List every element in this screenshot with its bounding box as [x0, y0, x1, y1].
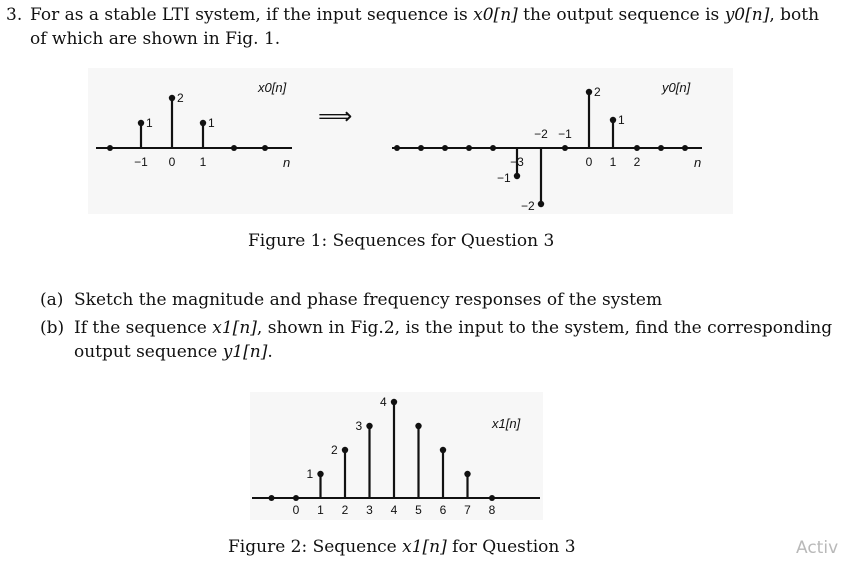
question-line-1: For as a stable LTI system, if the input…	[30, 4, 819, 26]
y0-axis-label: n	[694, 155, 701, 170]
question-intro-c: , both	[769, 5, 820, 25]
x1-tick-label: 1	[317, 503, 324, 517]
x1-tick-label: 3	[366, 503, 373, 517]
y0-stem-dot	[585, 88, 593, 96]
x0-zero-sample	[231, 145, 237, 151]
part-b-label: (b)	[40, 318, 65, 338]
x1-tick-label: 4	[391, 503, 398, 517]
x1-zero-sample	[268, 495, 275, 501]
y0-tick-label: 0	[586, 155, 593, 169]
question-intro-a: For as a stable LTI system, if the input…	[30, 5, 474, 25]
part-b-line2-a: output sequence	[74, 342, 223, 362]
y1-symbol: y1[n]	[222, 342, 268, 362]
activate-watermark: Activ	[796, 538, 839, 558]
part-b-line2-b: .	[267, 342, 273, 362]
y0-zero-sample	[682, 145, 688, 151]
part-b-text-2: , shown in Fig.2, is the input to the sy…	[256, 318, 833, 338]
figure2-caption: Figure 2: Sequence x1[n] for Question 3	[228, 536, 576, 558]
x0-stem-label: 1	[208, 116, 215, 130]
x0-tick-label: −1	[134, 155, 148, 169]
y0-stem-label: −2	[521, 199, 535, 213]
y0-zero-sample	[658, 145, 664, 151]
part-b-line-1: If the sequence x1[n], shown in Fig.2, i…	[74, 317, 832, 339]
figure2-x1-symbol: x1[n]	[402, 537, 447, 557]
figure2-background	[250, 392, 543, 520]
y0-zero-sample	[418, 145, 424, 151]
x1-plot: 1 2 3 4 0 1 2 3 4 5 6 7 8 x1[n]	[252, 395, 540, 517]
x1-tick-label: 2	[342, 503, 349, 517]
y0-tick-label: −1	[558, 127, 572, 141]
y0-tick-label: −3	[510, 155, 524, 169]
part-a-label: (a)	[40, 290, 64, 310]
x0-symbol: x0[n]	[473, 5, 518, 25]
x0-stem-dot	[168, 94, 176, 102]
y0-stem-label: 1	[618, 113, 625, 127]
x1-stem-dot	[415, 422, 422, 430]
x1-stem-label: 4	[380, 395, 387, 409]
part-b-text-1: If the sequence	[74, 318, 213, 338]
question-line-2: of which are shown in Fig. 1.	[30, 29, 281, 49]
x1-tick-label: 0	[293, 503, 300, 517]
x1-stem-dot	[317, 470, 324, 478]
x1-stem-dot	[439, 446, 447, 454]
part-b-line-2: output sequence y1[n].	[74, 341, 273, 363]
y0-symbol: y0[n]	[724, 5, 770, 25]
y0-tick-label: 1	[610, 155, 617, 169]
figure1-caption: Figure 1: Sequences for Question 3	[248, 231, 555, 251]
y0-name: y0[n]	[661, 80, 691, 95]
x1-tick-label: 6	[440, 503, 447, 517]
figure2-caption-b: for Question 3	[446, 537, 576, 557]
y0-stem-label: 2	[594, 85, 601, 99]
x1-stem-label: 2	[331, 443, 338, 457]
x0-name: x0[n]	[257, 80, 287, 95]
y0-zero-sample	[394, 145, 400, 151]
x1-tick-label: 5	[415, 503, 422, 517]
x1-name: x1[n]	[491, 416, 521, 431]
implies-arrow: ⟹	[318, 103, 352, 130]
x1-stem-dot	[341, 446, 349, 454]
question-intro-b: the output sequence is	[517, 5, 725, 25]
x1-stem-dot	[464, 470, 471, 478]
x1-stem-label: 1	[307, 467, 314, 481]
y0-zero-sample	[634, 145, 640, 151]
y0-zero-sample	[490, 145, 496, 151]
part-a-text: Sketch the magnitude and phase frequency…	[74, 290, 663, 310]
figure2-caption-a: Figure 2: Sequence	[228, 537, 403, 557]
y0-zero-sample	[466, 145, 472, 151]
figure1-background	[88, 68, 733, 214]
y0-stem-dot	[609, 116, 617, 124]
x1-stem-label: 3	[356, 419, 363, 433]
x0-zero-sample	[107, 145, 113, 151]
y0-zero-sample	[562, 145, 568, 151]
x1-stem-dot	[390, 398, 398, 406]
x0-stem-label: 2	[177, 91, 184, 105]
y0-plot: −1 −2 2 1 −3 −2 −1 0 1 2 y0[n] n	[392, 80, 702, 213]
y0-zero-sample	[442, 145, 448, 151]
x0-stem-dot	[199, 119, 207, 127]
x0-axis-label: n	[283, 155, 290, 170]
x1-zero-sample	[489, 495, 495, 501]
x0-tick-label: 1	[200, 155, 207, 169]
question-number: 3.	[6, 5, 23, 25]
x1-zero-sample	[293, 495, 299, 501]
y0-stem-dot	[537, 200, 545, 208]
x0-stem-dot	[137, 119, 145, 127]
x0-stem-label: 1	[146, 116, 153, 130]
x1-symbol: x1[n]	[212, 318, 257, 338]
x1-tick-label: 8	[489, 503, 496, 517]
x1-tick-label: 7	[464, 503, 471, 517]
x1-stem-dot	[366, 422, 373, 430]
x0-zero-sample	[262, 145, 268, 151]
y0-stem-label: −1	[497, 171, 511, 185]
y0-tick-label: −2	[534, 127, 548, 141]
x0-plot: 1 2 1 −1 0 1 x0[n] n	[96, 80, 292, 170]
y0-tick-label: 2	[634, 155, 641, 169]
y0-stem-dot	[513, 172, 521, 180]
x0-tick-label: 0	[169, 155, 176, 169]
